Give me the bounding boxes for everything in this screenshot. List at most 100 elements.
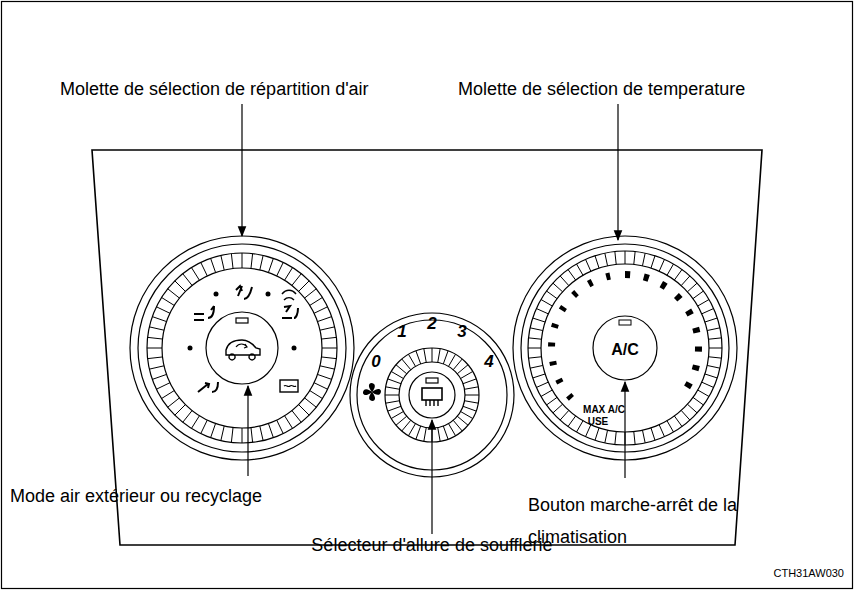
ring-tooth [148, 357, 163, 359]
fan-speed-number: 1 [397, 322, 406, 342]
ring-tooth [320, 366, 335, 369]
scale-segment [692, 364, 700, 371]
ring-tooth [625, 251, 626, 264]
ring-tooth [402, 359, 411, 370]
knurled-ring [147, 251, 722, 445]
ring-tooth [277, 262, 284, 276]
ring-tooth [292, 274, 301, 286]
ring-tooth [305, 289, 317, 298]
ring-tooth [292, 411, 301, 423]
ring-tooth [577, 264, 584, 275]
ring-tooth [457, 365, 468, 374]
ring-tooth [416, 426, 421, 439]
ring-tooth [693, 291, 704, 299]
ring-tooth [168, 398, 180, 407]
ring-tooth [530, 365, 543, 368]
panel-marking: MAX A/C [583, 405, 625, 415]
ring-tooth [424, 427, 426, 441]
ring-tooth [443, 351, 448, 364]
ring-tooth [464, 401, 478, 403]
ring-tooth [528, 348, 541, 349]
ring-tooth [231, 427, 233, 442]
ring-tooth [314, 383, 328, 390]
scale-segment [660, 281, 668, 290]
ring-tooth [277, 420, 284, 434]
ring-tooth [463, 379, 476, 384]
ring-tooth [162, 297, 175, 305]
ring-tooth [310, 297, 323, 305]
scale-segment [605, 273, 611, 281]
ring-tooth [314, 307, 328, 314]
ring-tooth [386, 387, 400, 389]
ring-tooth [453, 359, 462, 370]
scale-segment [587, 279, 594, 287]
ring-tooth [705, 374, 717, 378]
panel-marking: CTH31AW030 [773, 567, 844, 580]
ring-tooth [457, 416, 468, 425]
ring-tooth [318, 374, 332, 379]
ring-tooth [221, 255, 224, 270]
callout-label: Molette de sélection de temperature [458, 79, 745, 101]
temperature-scale [548, 271, 702, 401]
ring-tooth [709, 338, 722, 339]
ring-tooth [693, 397, 704, 405]
ring-tooth [149, 327, 164, 330]
ring-tooth [152, 317, 166, 322]
ring-tooth [318, 317, 332, 322]
ring-tooth [533, 318, 545, 322]
ring-tooth [388, 406, 401, 411]
ring-tooth [461, 372, 473, 379]
ring-tooth [260, 426, 263, 441]
ring-tooth [432, 348, 433, 362]
scale-segment [625, 271, 630, 278]
ring-tooth [231, 254, 233, 269]
fan-speed-number: 0 [371, 352, 380, 372]
ring-tooth [568, 416, 576, 427]
ring-tooth [464, 387, 478, 389]
ring-tooth [305, 398, 317, 407]
callout-label: Mode air extérieur ou recyclage [10, 486, 262, 508]
ring-tooth [659, 259, 664, 271]
scale-segment [548, 342, 555, 346]
ring-tooth [529, 338, 542, 339]
ring-tooth [201, 420, 208, 434]
ring-tooth [268, 424, 273, 438]
dials [130, 236, 737, 477]
ring-tooth [698, 390, 709, 397]
ring-tooth [191, 268, 199, 281]
ring-tooth [191, 416, 199, 429]
ring-tooth [547, 291, 558, 299]
scale-segment [551, 323, 559, 329]
ring-tooth [211, 424, 216, 438]
ring-tooth [416, 351, 421, 364]
ring-tooth [463, 406, 476, 411]
ring-tooth [152, 374, 166, 379]
ring-tooth [162, 391, 175, 399]
ring-tooth [438, 427, 440, 441]
scale-segment [684, 381, 693, 389]
scale-segment [685, 309, 694, 317]
ring-tooth [465, 395, 479, 396]
ring-tooth [536, 382, 548, 387]
ring-tooth [642, 430, 645, 443]
ring-tooth [391, 412, 403, 419]
ring-tooth [320, 327, 335, 330]
ring-tooth [595, 428, 599, 440]
ring-tooth [168, 289, 180, 298]
ring-tooth [175, 281, 186, 292]
ring-tooth [156, 383, 170, 390]
ring-tooth [707, 365, 720, 368]
ring-tooth [391, 372, 403, 379]
scale-segment [571, 290, 579, 298]
ring-tooth [541, 300, 552, 307]
ring-tooth [529, 357, 542, 358]
callout-label: Sélecteur d'allure de soufflerie [311, 535, 552, 557]
ring-tooth [560, 276, 569, 286]
ring-tooth [702, 309, 714, 314]
leader-lines [242, 104, 625, 534]
scale-segment [674, 293, 683, 302]
ring-tooth [285, 268, 293, 281]
ring-tooth [321, 357, 336, 359]
ring-tooth [242, 253, 243, 268]
